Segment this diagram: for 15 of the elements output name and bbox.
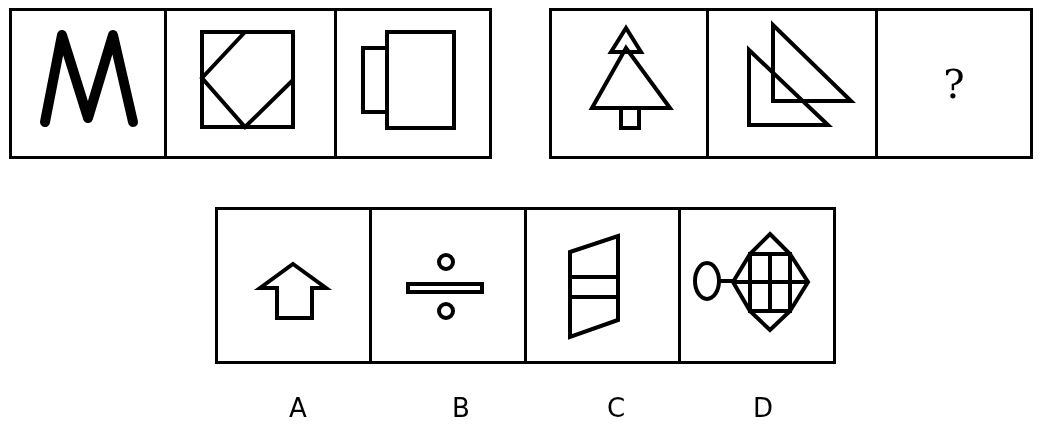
puzzle-cell: [706, 8, 875, 159]
option-letter: A: [289, 393, 307, 423]
puzzle-cell: [369, 207, 524, 364]
puzzle-cell: [215, 207, 369, 364]
puzzle-cell: [875, 8, 1033, 159]
option-letter: C: [606, 393, 626, 423]
option-letter: B: [452, 393, 470, 423]
puzzle-cell: [9, 8, 164, 159]
question-mark: ?: [942, 60, 966, 107]
puzzle-cell: [678, 207, 836, 364]
puzzle-cell: [334, 8, 492, 159]
option-letter: D: [753, 393, 773, 423]
puzzle-cell: [524, 207, 678, 364]
puzzle-cell: [164, 8, 334, 159]
puzzle-cell: [549, 8, 706, 159]
